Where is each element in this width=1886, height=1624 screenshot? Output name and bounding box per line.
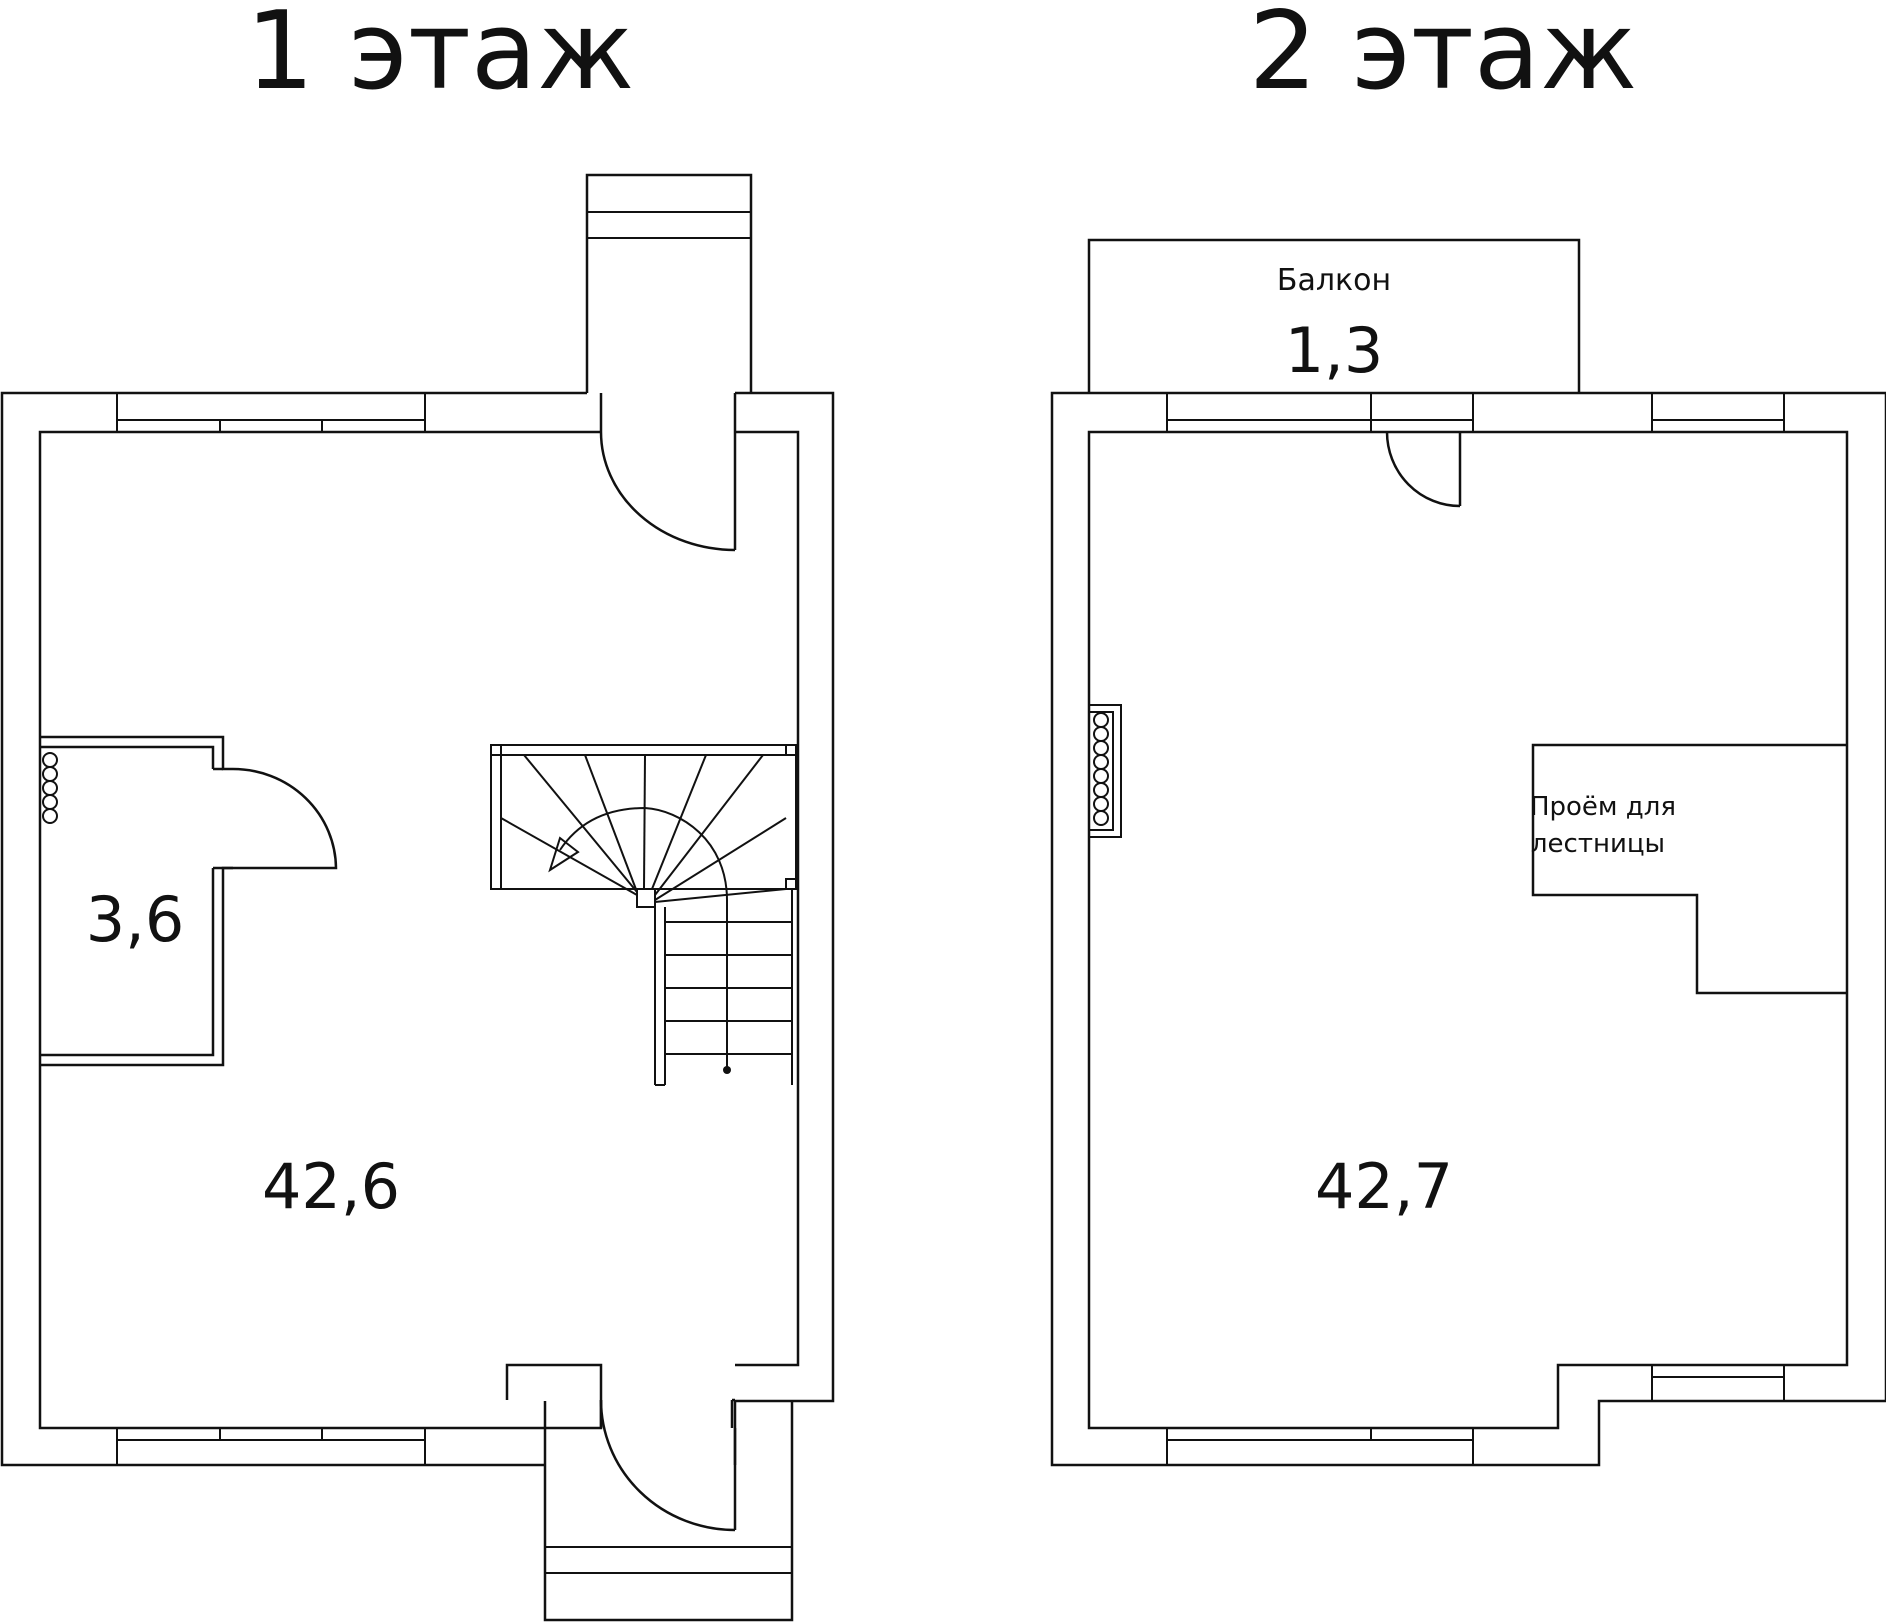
bottom-entrance-door[interactable] [599, 1399, 737, 1532]
floor-1-heating-riser [42, 752, 58, 824]
balcony-label: Балкон [1277, 263, 1391, 298]
floor-1-main-area-label: 42,6 [262, 1150, 400, 1223]
balcony: Балкон 1,3 [1087, 238, 1581, 393]
floor-2-inner-wall [1087, 430, 1849, 1430]
floor-2-bottom-window-left [1166, 1427, 1474, 1466]
top-entrance-door[interactable] [599, 431, 736, 552]
staircase [490, 744, 797, 1086]
storage-area-label: 3,6 [86, 883, 185, 956]
stair-opening-label-line-1: Проём для [1530, 792, 1676, 822]
floor-1-bottom-window [116, 1427, 426, 1466]
floor-2-main-area-label: 42,7 [1315, 1150, 1453, 1223]
floor-2-plan: 2 этаж Балкон 1,3 [1050, 0, 1886, 1467]
floor-1-title: 1 этаж [246, 0, 635, 114]
floor-2-top-window-right [1651, 392, 1785, 433]
balcony-door[interactable] [1385, 431, 1462, 508]
floor-2-bottom-window-right [1651, 1364, 1785, 1402]
stair-opening: Проём для лестницы [1530, 743, 1847, 995]
floor-2-title: 2 этаж [1249, 0, 1638, 114]
storage-room [40, 735, 233, 1067]
floor-2-outer-wall [1050, 391, 1886, 1467]
bottom-porch [543, 1398, 794, 1622]
top-porch [585, 173, 753, 550]
floor-2-top-window-left [1166, 392, 1474, 433]
storage-door[interactable] [232, 767, 338, 870]
floor-1-plan: 1 этаж [0, 0, 835, 1622]
balcony-area-label: 1,3 [1285, 314, 1384, 387]
floor-1-top-window [116, 392, 426, 433]
stair-opening-label-line-2: лестницы [1531, 829, 1665, 859]
floor-2-heating-riser [1088, 704, 1122, 838]
